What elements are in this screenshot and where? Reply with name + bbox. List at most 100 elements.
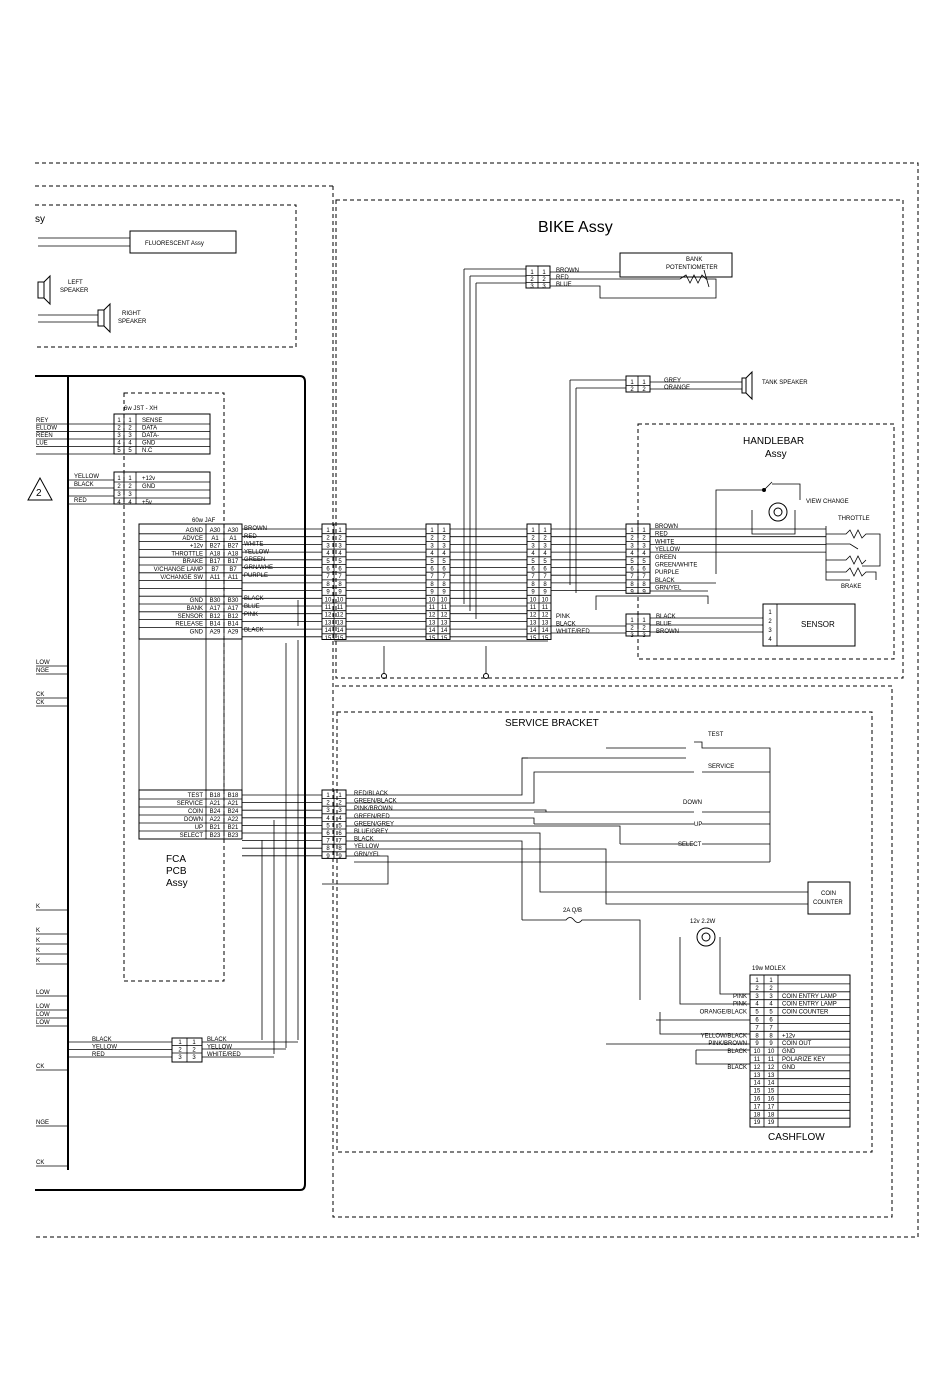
connector-pin: 10 bbox=[542, 597, 549, 603]
jst-top-signal: DATA bbox=[142, 426, 157, 432]
connector-pin: 5 bbox=[531, 559, 535, 565]
molex-signal: +12v bbox=[782, 1033, 795, 1039]
connector-pin: 13 bbox=[429, 620, 436, 626]
connector-pin: 2 bbox=[642, 536, 646, 542]
power-left-wire-label: BLACK bbox=[92, 1037, 112, 1043]
coin-counter: COIN COUNTER bbox=[539, 846, 851, 915]
sensor-right-wire-label: BLUE bbox=[656, 622, 672, 628]
connector-pin: 13 bbox=[325, 620, 332, 626]
outer-frames bbox=[35, 162, 919, 1238]
connector-pin: 2 bbox=[543, 536, 547, 542]
molex-pin: 6 bbox=[755, 1018, 759, 1024]
connector-pin: 3 bbox=[430, 543, 434, 549]
molex-pin: 6 bbox=[769, 1018, 773, 1024]
service-pin: 6 bbox=[326, 831, 330, 837]
left-edge-label: K bbox=[36, 938, 40, 944]
fca-pin-b: B17 bbox=[228, 559, 239, 565]
connector-pin: 1 bbox=[430, 528, 434, 534]
sensor-left-wire-label: BLACK bbox=[556, 622, 576, 628]
left-edge-label: LOW bbox=[36, 660, 50, 666]
jst-bottom-pin: 2 bbox=[117, 484, 121, 490]
connector-pin: 11 bbox=[325, 605, 332, 611]
connector-pin: 1 bbox=[531, 528, 535, 534]
jst-top-signal: DATA- bbox=[142, 433, 159, 439]
fca-signal: GND bbox=[190, 598, 204, 604]
connector-pin: 8 bbox=[543, 582, 547, 588]
jst-top-pin: 5 bbox=[117, 448, 121, 454]
jst-bottom-wire-label: BLACK bbox=[74, 482, 94, 488]
fca-pin-a: A1 bbox=[211, 536, 219, 542]
connector-pin: 14 bbox=[337, 628, 344, 634]
tank-wire-label: ORANGE bbox=[664, 385, 690, 391]
connector-pin: 3 bbox=[338, 543, 342, 549]
connector-pin: 12 bbox=[325, 613, 332, 619]
jst-bottom-pin: 1 bbox=[117, 476, 121, 482]
connector-pin: 9 bbox=[531, 590, 535, 596]
fca-service-pin-a: B24 bbox=[210, 809, 221, 815]
fca-service-signal: DOWN bbox=[184, 817, 203, 823]
connector-pin: 12 bbox=[337, 613, 344, 619]
service-wire-label: GREEN/RED bbox=[354, 814, 390, 820]
fca-service-signal: UP bbox=[195, 825, 203, 831]
left-edge-label: CK bbox=[36, 700, 44, 706]
molex-pin: 15 bbox=[754, 1089, 761, 1095]
connector-pin: 12 bbox=[542, 613, 549, 619]
connector-pin: 4 bbox=[442, 551, 446, 557]
power-pin: 1 bbox=[192, 1040, 196, 1046]
fca-pin-a: B7 bbox=[211, 567, 219, 573]
connector-pin: 15 bbox=[337, 636, 344, 642]
connector-pin: 1 bbox=[326, 528, 330, 534]
connector-pin: 4 bbox=[326, 551, 330, 557]
service-pin: 2 bbox=[338, 801, 342, 807]
connector-pin: 8 bbox=[442, 582, 446, 588]
molex-pin: 14 bbox=[768, 1081, 775, 1087]
service-bracket-title: SERVICE BRACKET bbox=[505, 718, 599, 729]
service-pin: 8 bbox=[326, 846, 330, 852]
connector-pin: 14 bbox=[441, 628, 448, 634]
connector-pin: 2 bbox=[430, 536, 434, 542]
jst-bottom-signal: +5v bbox=[142, 500, 152, 506]
fca-pin-a: A18 bbox=[210, 551, 221, 557]
molex-signal: GND bbox=[782, 1065, 796, 1071]
fca-signal: BRAKE bbox=[183, 559, 203, 565]
service-pin: 5 bbox=[326, 823, 330, 829]
connector-pin: 7 bbox=[338, 574, 342, 580]
speaker-assy-partial: sy bbox=[35, 214, 45, 225]
fca-signal: RELEASE bbox=[175, 622, 203, 628]
fca-pin-a: B17 bbox=[210, 559, 221, 565]
sensor-pin: 3 bbox=[642, 633, 646, 639]
molex-pin: 19 bbox=[754, 1120, 761, 1126]
molex-wire-label: BLACK bbox=[727, 1049, 747, 1055]
service-pin: 7 bbox=[338, 839, 342, 845]
fca-pin-b: A18 bbox=[228, 551, 239, 557]
power-right-wire-label: WHITE/RED bbox=[207, 1052, 241, 1058]
jst-top-wire-label: ELLOW bbox=[36, 426, 57, 432]
handlebar-wire-label: BLACK bbox=[655, 578, 675, 584]
svg-text:2: 2 bbox=[36, 488, 42, 499]
power-pin: 3 bbox=[178, 1055, 182, 1061]
connector-pin: 7 bbox=[543, 574, 547, 580]
svg-text:SENSOR: SENSOR bbox=[801, 620, 835, 629]
connector-pin: 2 bbox=[630, 536, 634, 542]
connector-pin: 11 bbox=[530, 605, 537, 611]
handlebar-title-1: HANDLEBAR bbox=[743, 436, 804, 447]
service-pin: 4 bbox=[338, 816, 342, 822]
jst-top-wire-label: REEN bbox=[36, 433, 53, 439]
fca-pin-a: A30 bbox=[210, 528, 221, 534]
connector-pin: 9 bbox=[442, 590, 446, 596]
bank-pin: 1 bbox=[542, 270, 546, 276]
fca-wire-label: GRN/WHE bbox=[244, 565, 273, 571]
left-edge-label: K bbox=[36, 904, 40, 910]
molex-pin: 4 bbox=[755, 1002, 759, 1008]
connector-pin: 15 bbox=[542, 636, 549, 642]
fca-service-pin-a: A22 bbox=[210, 817, 221, 823]
connector-pin: 6 bbox=[642, 567, 646, 573]
connector-pin: 8 bbox=[630, 582, 634, 588]
fca-pin-b: A30 bbox=[228, 528, 239, 534]
handlebar-components: BROWNREDWHITEYELLOWGREENGREEN/WHITEPURPL… bbox=[650, 481, 881, 592]
